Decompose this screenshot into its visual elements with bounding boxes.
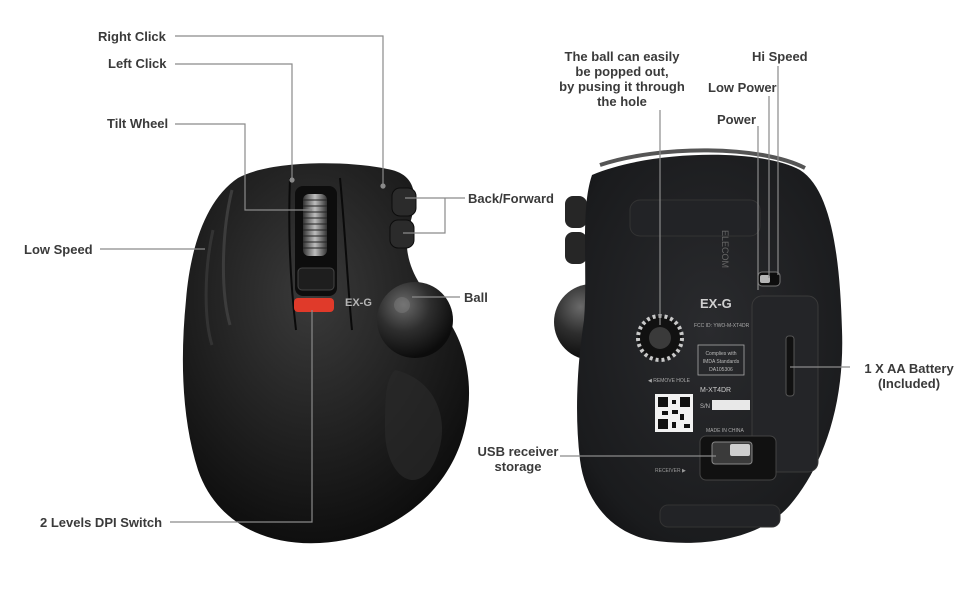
- callout-hi-speed: Hi Speed: [752, 49, 808, 64]
- callout-usb-storage: USB receiver storage: [470, 444, 566, 474]
- mouse-bottom-view: ELECOM EX-G FCC ID: YWO-M-XT4DR Complies…: [554, 148, 843, 543]
- sn-field: [712, 400, 750, 410]
- side-groove-lower: [204, 229, 215, 346]
- right-button-seam: [339, 177, 353, 331]
- usb-receiver-tip: [730, 444, 750, 456]
- battery-tab: [785, 335, 795, 397]
- callout-low-power: Low Power: [708, 80, 777, 95]
- usb-line-2: storage: [494, 459, 542, 474]
- callout-left-click: Left Click: [108, 56, 167, 71]
- callout-tilt-wheel: Tilt Wheel: [107, 116, 169, 131]
- battery-line-1: 1 X AA Battery: [864, 361, 954, 376]
- bottom-edge-highlight: [599, 148, 806, 170]
- left-button-seam: [288, 177, 297, 331]
- trackball: [377, 282, 453, 358]
- top-logo: EX-G: [345, 297, 372, 309]
- wheel-ridges: [303, 199, 327, 249]
- model-text: M-XT4DR: [700, 387, 731, 394]
- ball-remove-hole-inner: [649, 327, 671, 349]
- forward-button: [389, 219, 415, 249]
- battery-line-2: (Included): [877, 376, 941, 391]
- compliance-box: [697, 344, 745, 376]
- foot-bottom: [659, 504, 781, 528]
- power-switch-knob: [760, 275, 770, 283]
- thumb-rest: [385, 370, 443, 481]
- fcc-text: FCC ID: YWO-M-XT4DR: [694, 323, 750, 329]
- leader-lines: [100, 35, 850, 523]
- callout-low-speed: Low Speed: [24, 242, 93, 257]
- bottom-logo: EX-G: [700, 296, 732, 311]
- remove-hole-text: ◀ REMOVE HOLE: [648, 378, 691, 384]
- trackball-highlight: [394, 297, 410, 313]
- brand-text: ELECOM: [720, 230, 730, 268]
- leader-forward: [403, 198, 446, 234]
- compliance-line-1: Complies with: [705, 351, 736, 357]
- tilt-wheel-icon: [303, 194, 327, 256]
- receiver-text: RECEIVER ▶: [655, 468, 686, 474]
- ball-popout-line-2: be popped out,: [575, 64, 669, 79]
- sn-label: S/N: [700, 404, 710, 410]
- callout-right-click: Right Click: [98, 29, 166, 44]
- bottom-side-button-2: [565, 232, 587, 264]
- ball-popout-line-1: The ball can easily: [564, 49, 680, 64]
- made-in-text: MADE IN CHINA: [706, 428, 744, 434]
- ball-popout-line-3: by pusing it through: [559, 79, 685, 94]
- qr-code: [655, 394, 693, 432]
- leader-dpi: [170, 310, 313, 523]
- callout-back-forward: Back/Forward: [468, 191, 554, 206]
- dpi-switch-button: [294, 298, 334, 312]
- leader-tilt-wheel: [175, 123, 312, 211]
- battery-cover: [751, 295, 819, 473]
- usb-line-1: USB receiver: [477, 444, 559, 459]
- compliance-line-2: IMDA Standards: [703, 359, 740, 365]
- callout-ball: Ball: [464, 290, 488, 305]
- callout-ball-popout: The ball can easily be popped out, by pu…: [553, 49, 691, 109]
- callout-battery: 1 X AA Battery (Included): [850, 361, 968, 391]
- compliance-line-3: DA105306: [709, 367, 733, 373]
- side-groove-upper: [221, 189, 234, 326]
- leader-left-click: [175, 63, 293, 180]
- back-button: [391, 187, 417, 217]
- mouse-top-view: EX-G: [182, 163, 470, 544]
- bottom-side-button-1: [565, 196, 587, 228]
- callout-dpi-switch: 2 Levels DPI Switch: [40, 515, 163, 530]
- leader-right-click: [175, 35, 384, 186]
- ball-popout-line-4: the hole: [597, 94, 647, 109]
- callout-power: Power: [717, 112, 757, 127]
- foot-top: [629, 199, 761, 237]
- dpi-slot: [297, 267, 335, 291]
